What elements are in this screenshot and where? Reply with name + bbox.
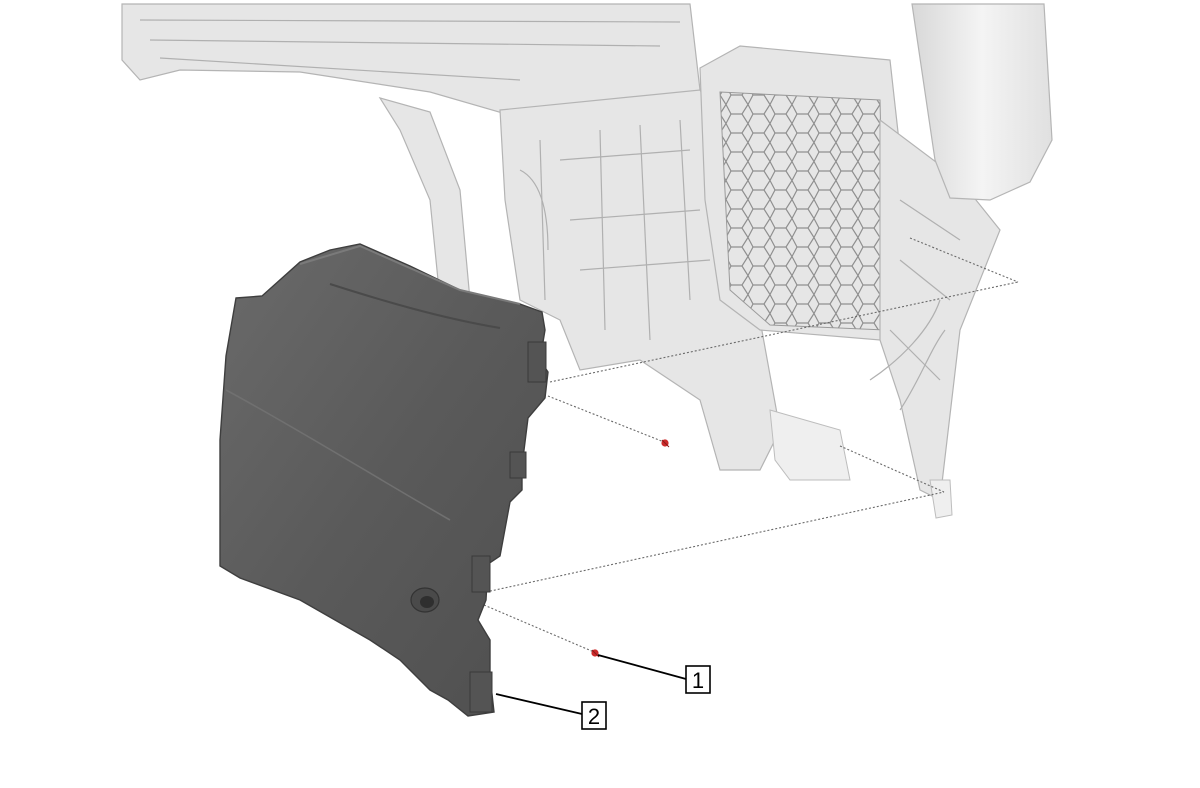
callout-1-label: 1: [692, 668, 704, 693]
callout-1-leader: [597, 654, 687, 680]
console-assembly-ghost: [121, 3, 1053, 519]
alignment-lines: [483, 237, 1019, 653]
side-trim-panel: [219, 243, 549, 717]
callout-1: 1: [685, 665, 711, 694]
callout-2-label: 2: [588, 704, 600, 729]
callout-2: 2: [581, 701, 607, 730]
callout-2-leader: [495, 693, 583, 715]
armrest-ghost: [911, 3, 1053, 201]
screw-upper: [661, 439, 670, 448]
